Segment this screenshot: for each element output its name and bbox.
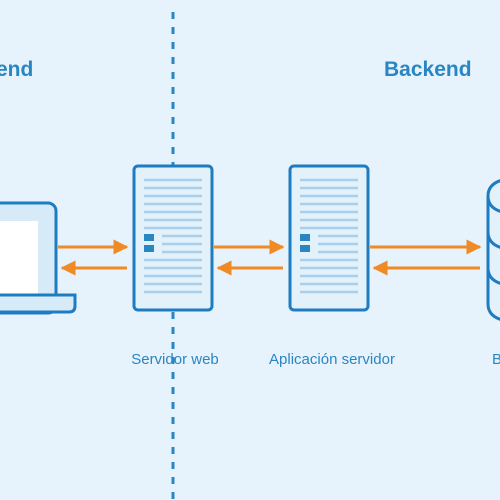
frontend-heading: end [0,58,33,81]
app-server-label: Aplicación servidor [269,351,395,368]
backend-heading: Backend [384,58,472,81]
web-server-label: Servidor web [131,351,219,368]
app-server-icon [288,164,370,312]
database-icon [486,179,500,321]
database-label: B [492,351,500,368]
web-server-icon [132,164,214,312]
client-laptop-icon [0,201,77,315]
